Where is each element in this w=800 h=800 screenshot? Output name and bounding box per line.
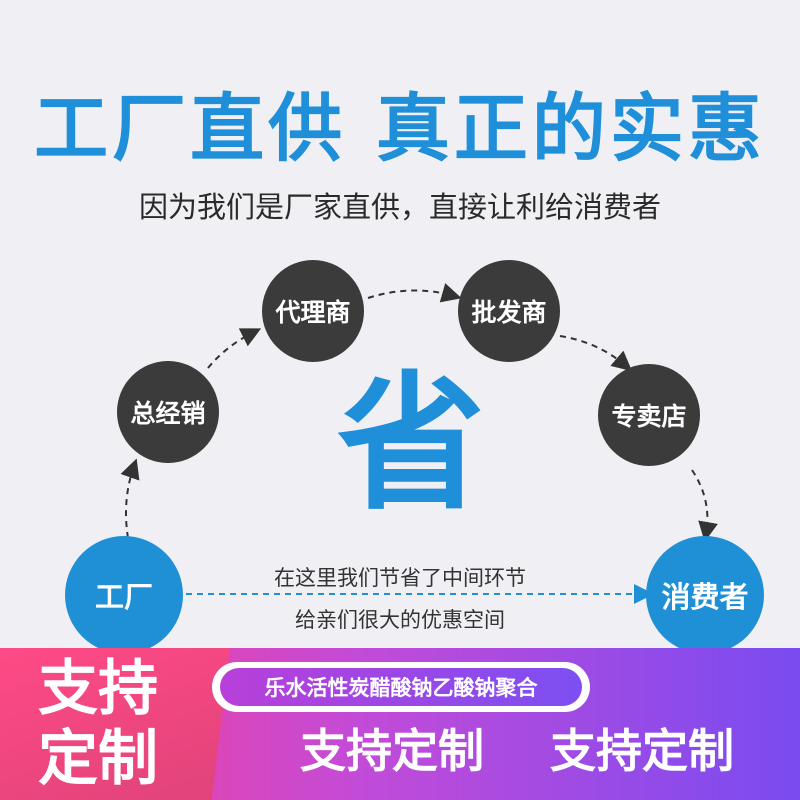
node-general-distributor: 总经销 [117,361,219,463]
arrow-general-to-agent [207,328,262,369]
subline: 因为我们是厂家直供，直接让利给消费者 [138,190,661,224]
node-specialty-store: 专卖店 [598,364,700,466]
cta-customize-right: 支持定制 [550,724,734,778]
custom-tag [0,648,230,800]
custom-tag-line-1: 支持 [38,654,158,724]
arrow-agent-to-wholesaler [367,283,462,303]
note-line-2: 给亲们很大的优惠空间 [295,608,505,632]
custom-tag-text: 支持 定制 [38,654,188,794]
cta-customize-left: 支持定制 [300,724,484,778]
arrow-store-to-consumer [691,469,718,542]
arrow-wholesaler-to-store [559,335,633,372]
node-factory: 工厂 [65,536,183,654]
node-agent: 代理商 [262,260,364,362]
node-wholesaler: 批发商 [458,260,560,362]
node-consumer: 消费者 [646,536,764,654]
note-line-1: 在这里我们节省了中间环节 [274,566,526,590]
custom-tag-line-2: 定制 [38,724,158,794]
save-character: 省 [337,358,485,530]
headline: 工厂直供 真正的实惠 [34,86,766,172]
product-name-pill: 乐水活性炭醋酸钠乙酸钠聚合 [220,668,582,706]
arrow-factory-to-general [120,458,140,539]
